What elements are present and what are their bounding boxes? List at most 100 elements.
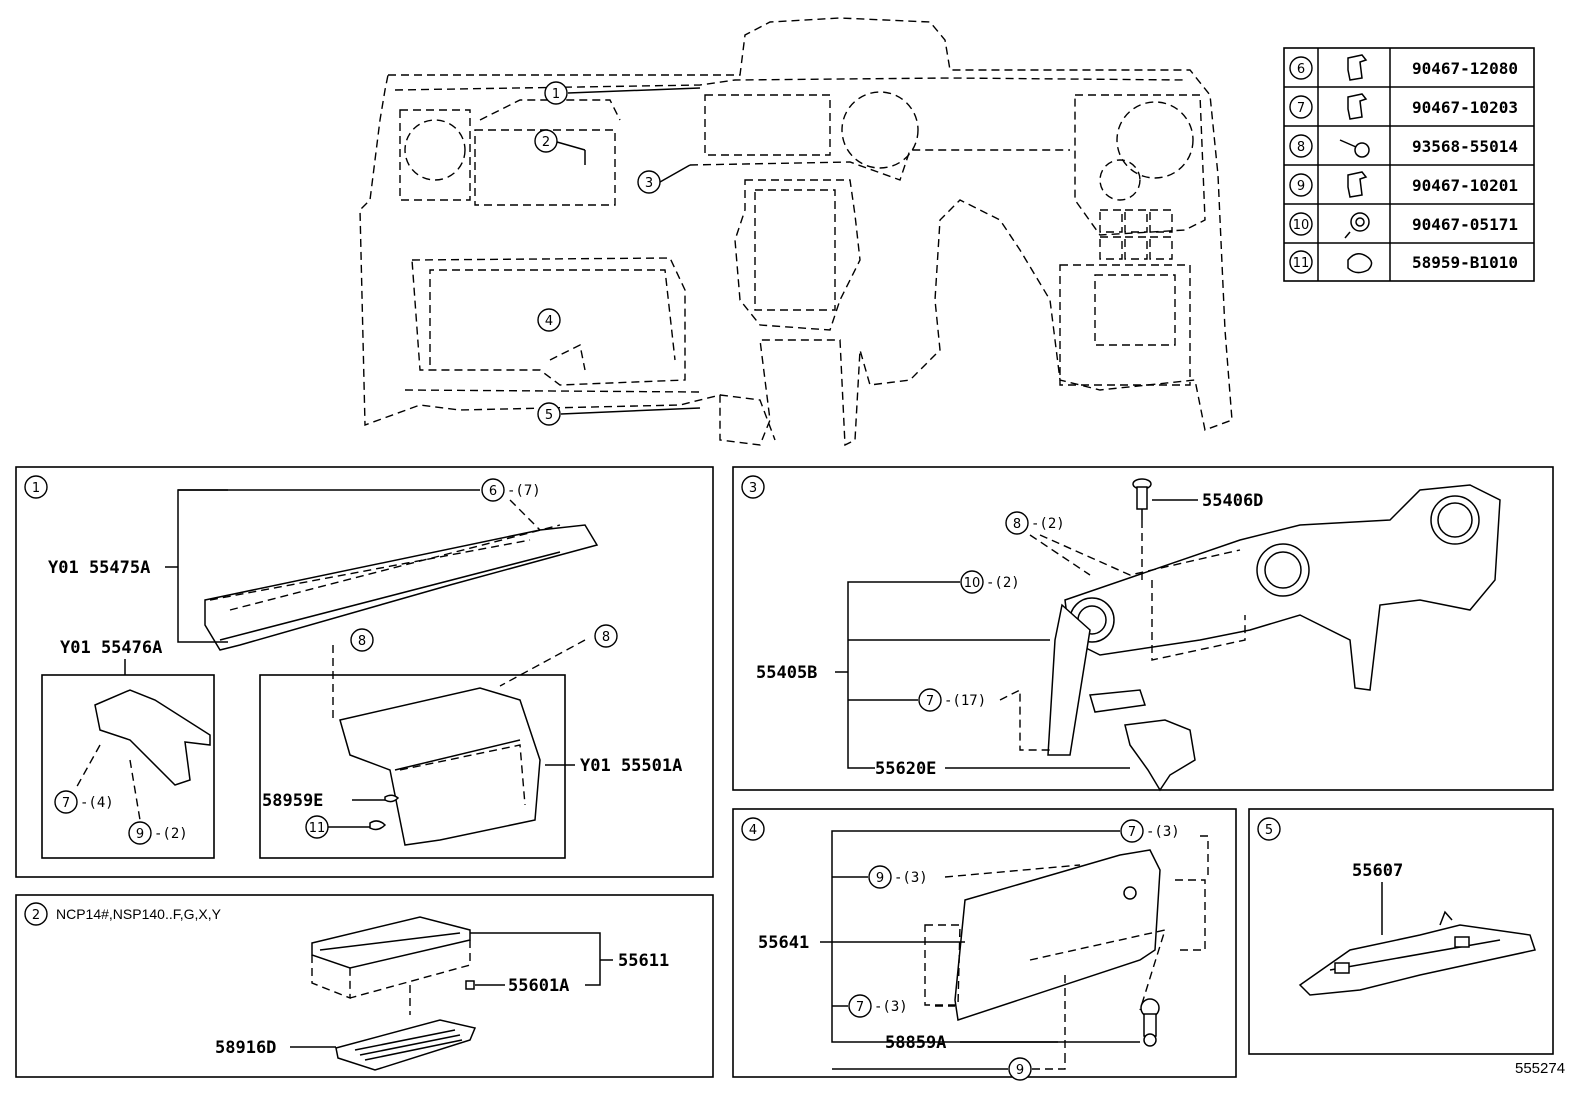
panel-5-ref xyxy=(1257,817,1281,841)
callout-7b[interactable] xyxy=(848,994,872,1018)
svg-text:9: 9 xyxy=(876,871,884,886)
panel-1-ref xyxy=(24,475,48,499)
table-row[interactable]: 7 90467-10203 xyxy=(1289,93,1518,120)
clip-icon xyxy=(1347,93,1368,120)
svg-text:-(3): -(3) xyxy=(894,870,928,886)
svg-text:2: 2 xyxy=(32,908,40,923)
panel-3: 3 55406D 8 -(2) 10 -(2) xyxy=(732,466,1554,792)
svg-text:8: 8 xyxy=(1013,517,1021,532)
panel-1: 1 Y01 55475A 6 -(7) Y01 55476A 7 -(4) 9 … xyxy=(15,466,714,878)
table-row[interactable]: 9 90467-10201 xyxy=(1289,171,1518,198)
cushion-icon xyxy=(1347,253,1373,274)
callout-7a[interactable] xyxy=(1120,819,1144,843)
callout-10[interactable] xyxy=(960,570,984,594)
svg-text:3: 3 xyxy=(749,481,757,496)
svg-text:93568-55014: 93568-55014 xyxy=(1412,137,1518,156)
brace-part[interactable] xyxy=(1298,924,1536,996)
part-label-tray[interactable]: 55601A xyxy=(508,976,569,996)
lock-part[interactable] xyxy=(1140,998,1160,1047)
svg-text:10: 10 xyxy=(964,576,981,591)
svg-text:6: 6 xyxy=(1297,62,1305,77)
callout-5[interactable] xyxy=(537,402,561,426)
part-label-side-piece[interactable]: Y01 55476A xyxy=(60,638,162,658)
panel-3-ref xyxy=(741,475,765,499)
table-row[interactable]: 11 58959-B1010 xyxy=(1289,250,1518,274)
part-label-lower[interactable]: 55620E xyxy=(875,759,936,779)
svg-text:7: 7 xyxy=(1297,101,1305,116)
callout-7[interactable] xyxy=(918,688,942,712)
lower-cover-part[interactable] xyxy=(1124,719,1196,792)
callout-8[interactable] xyxy=(1005,511,1029,535)
push-rivet-icon xyxy=(1344,212,1370,239)
svg-text:-(7): -(7) xyxy=(507,483,541,499)
svg-text:9: 9 xyxy=(1016,1063,1024,1078)
screw-icon xyxy=(1339,139,1370,158)
part-label-lock[interactable]: 58859A xyxy=(885,1033,946,1053)
svg-text:4: 4 xyxy=(545,314,553,329)
part-label-screw[interactable]: 55406D xyxy=(1202,491,1263,511)
callout-3[interactable] xyxy=(637,170,661,194)
center-stack xyxy=(734,179,861,331)
part-label-box-assy[interactable]: Y01 55501A xyxy=(580,756,682,776)
callout-8a[interactable] xyxy=(350,628,374,652)
glove-box-opening xyxy=(411,257,686,386)
callout-8b[interactable] xyxy=(594,624,618,648)
svg-text:7: 7 xyxy=(926,694,934,709)
upper-panel-part[interactable] xyxy=(204,524,599,651)
callout-1[interactable] xyxy=(544,81,568,105)
callout-2[interactable] xyxy=(534,129,558,153)
panel-2-ref xyxy=(24,902,48,926)
callout-6[interactable] xyxy=(481,478,505,502)
svg-text:9: 9 xyxy=(136,827,144,842)
diagram-id: 555274 xyxy=(1515,1060,1565,1077)
mat-part[interactable] xyxy=(335,1019,477,1071)
svg-text:6: 6 xyxy=(489,484,497,499)
svg-text:7: 7 xyxy=(856,1000,864,1015)
part-label-mat[interactable]: 58916D xyxy=(215,1038,276,1058)
glove-door-part[interactable] xyxy=(954,849,1161,1021)
dashboard-outline xyxy=(359,17,1233,447)
svg-text:5: 5 xyxy=(545,408,553,423)
panel-5: 5 55607 xyxy=(1248,808,1554,1055)
panel-4: 4 7 -(3) 9 -(3) 55641 7 -(3) 58 xyxy=(732,808,1237,1081)
right-cluster xyxy=(1074,94,1206,236)
callout-7[interactable] xyxy=(54,790,78,814)
svg-text:1: 1 xyxy=(32,481,40,496)
panel-4-ref xyxy=(741,817,765,841)
part-label-upper-panel[interactable]: Y01 55475A xyxy=(48,558,150,578)
svg-text:90467-05171: 90467-05171 xyxy=(1412,215,1518,234)
svg-text:5: 5 xyxy=(1265,823,1273,838)
fastener-table: 6 90467-12080 7 90467-10203 8 93568-5501… xyxy=(1283,47,1535,282)
svg-text:4: 4 xyxy=(749,823,757,838)
part-label-tray-assy[interactable]: 55611 xyxy=(618,951,669,971)
clip-icon xyxy=(1347,171,1368,198)
svg-text:2: 2 xyxy=(542,135,550,150)
callout-9b[interactable] xyxy=(1008,1057,1032,1081)
left-vent-housing xyxy=(399,109,471,201)
table-row[interactable]: 10 90467-05171 xyxy=(1289,212,1518,239)
svg-text:8: 8 xyxy=(602,630,610,645)
tray-part[interactable] xyxy=(311,916,471,969)
part-label-panel[interactable]: 55405B xyxy=(756,663,817,683)
callout-9a[interactable] xyxy=(868,865,892,889)
part-label-cushion[interactable]: 58959E xyxy=(262,791,323,811)
svg-text:90467-10201: 90467-10201 xyxy=(1412,176,1518,195)
screw-part[interactable] xyxy=(1132,478,1152,520)
table-row[interactable]: 8 93568-55014 xyxy=(1289,134,1518,158)
callout-4[interactable] xyxy=(537,308,561,332)
part-label-door[interactable]: 55641 xyxy=(758,933,809,953)
callout-9[interactable] xyxy=(128,821,152,845)
svg-text:9: 9 xyxy=(1297,179,1305,194)
svg-text:8: 8 xyxy=(1297,140,1305,155)
svg-text:-(2): -(2) xyxy=(1031,516,1065,532)
glove-box-part[interactable] xyxy=(339,687,541,846)
panel-2: 2 NCP14#,NSP140..F,G,X,Y 55611 55601A 58… xyxy=(15,894,714,1078)
side-piece-part[interactable] xyxy=(94,689,211,786)
part-label-brace[interactable]: 55607 xyxy=(1352,861,1403,881)
table-row[interactable]: 6 90467-12080 xyxy=(1289,54,1518,81)
variant-note: NCP14#,NSP140..F,G,X,Y xyxy=(56,906,222,922)
svg-text:-(2): -(2) xyxy=(154,826,188,842)
svg-text:1: 1 xyxy=(552,87,560,102)
svg-text:3: 3 xyxy=(645,176,653,191)
right-lower-opening xyxy=(1094,274,1176,346)
